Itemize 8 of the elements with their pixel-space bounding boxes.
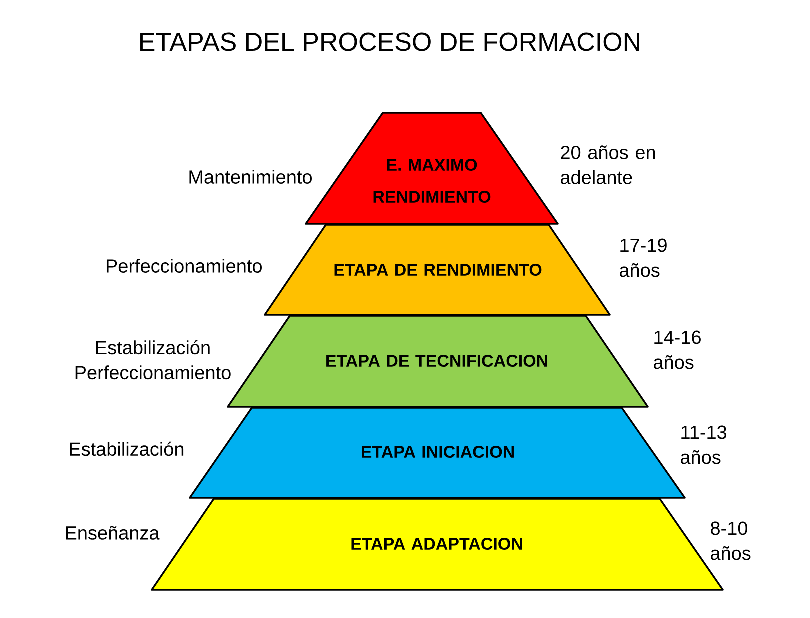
- pyramid-tier: ETAPA DE RENDIMIENTO: [264, 224, 611, 316]
- age-label: 14-16 años: [654, 330, 701, 370]
- age-label: 20 años en adelante: [561, 146, 656, 184]
- age-label: 17-19 años: [620, 238, 667, 278]
- diagram-title: ETAPAS DEL PROCESO DE FORMACION: [140, 32, 640, 52]
- phase-label: Perfeccionamiento: [107, 259, 262, 273]
- phase-label: Estabilización: [70, 442, 184, 456]
- phase-label: Mantenimiento: [190, 170, 312, 184]
